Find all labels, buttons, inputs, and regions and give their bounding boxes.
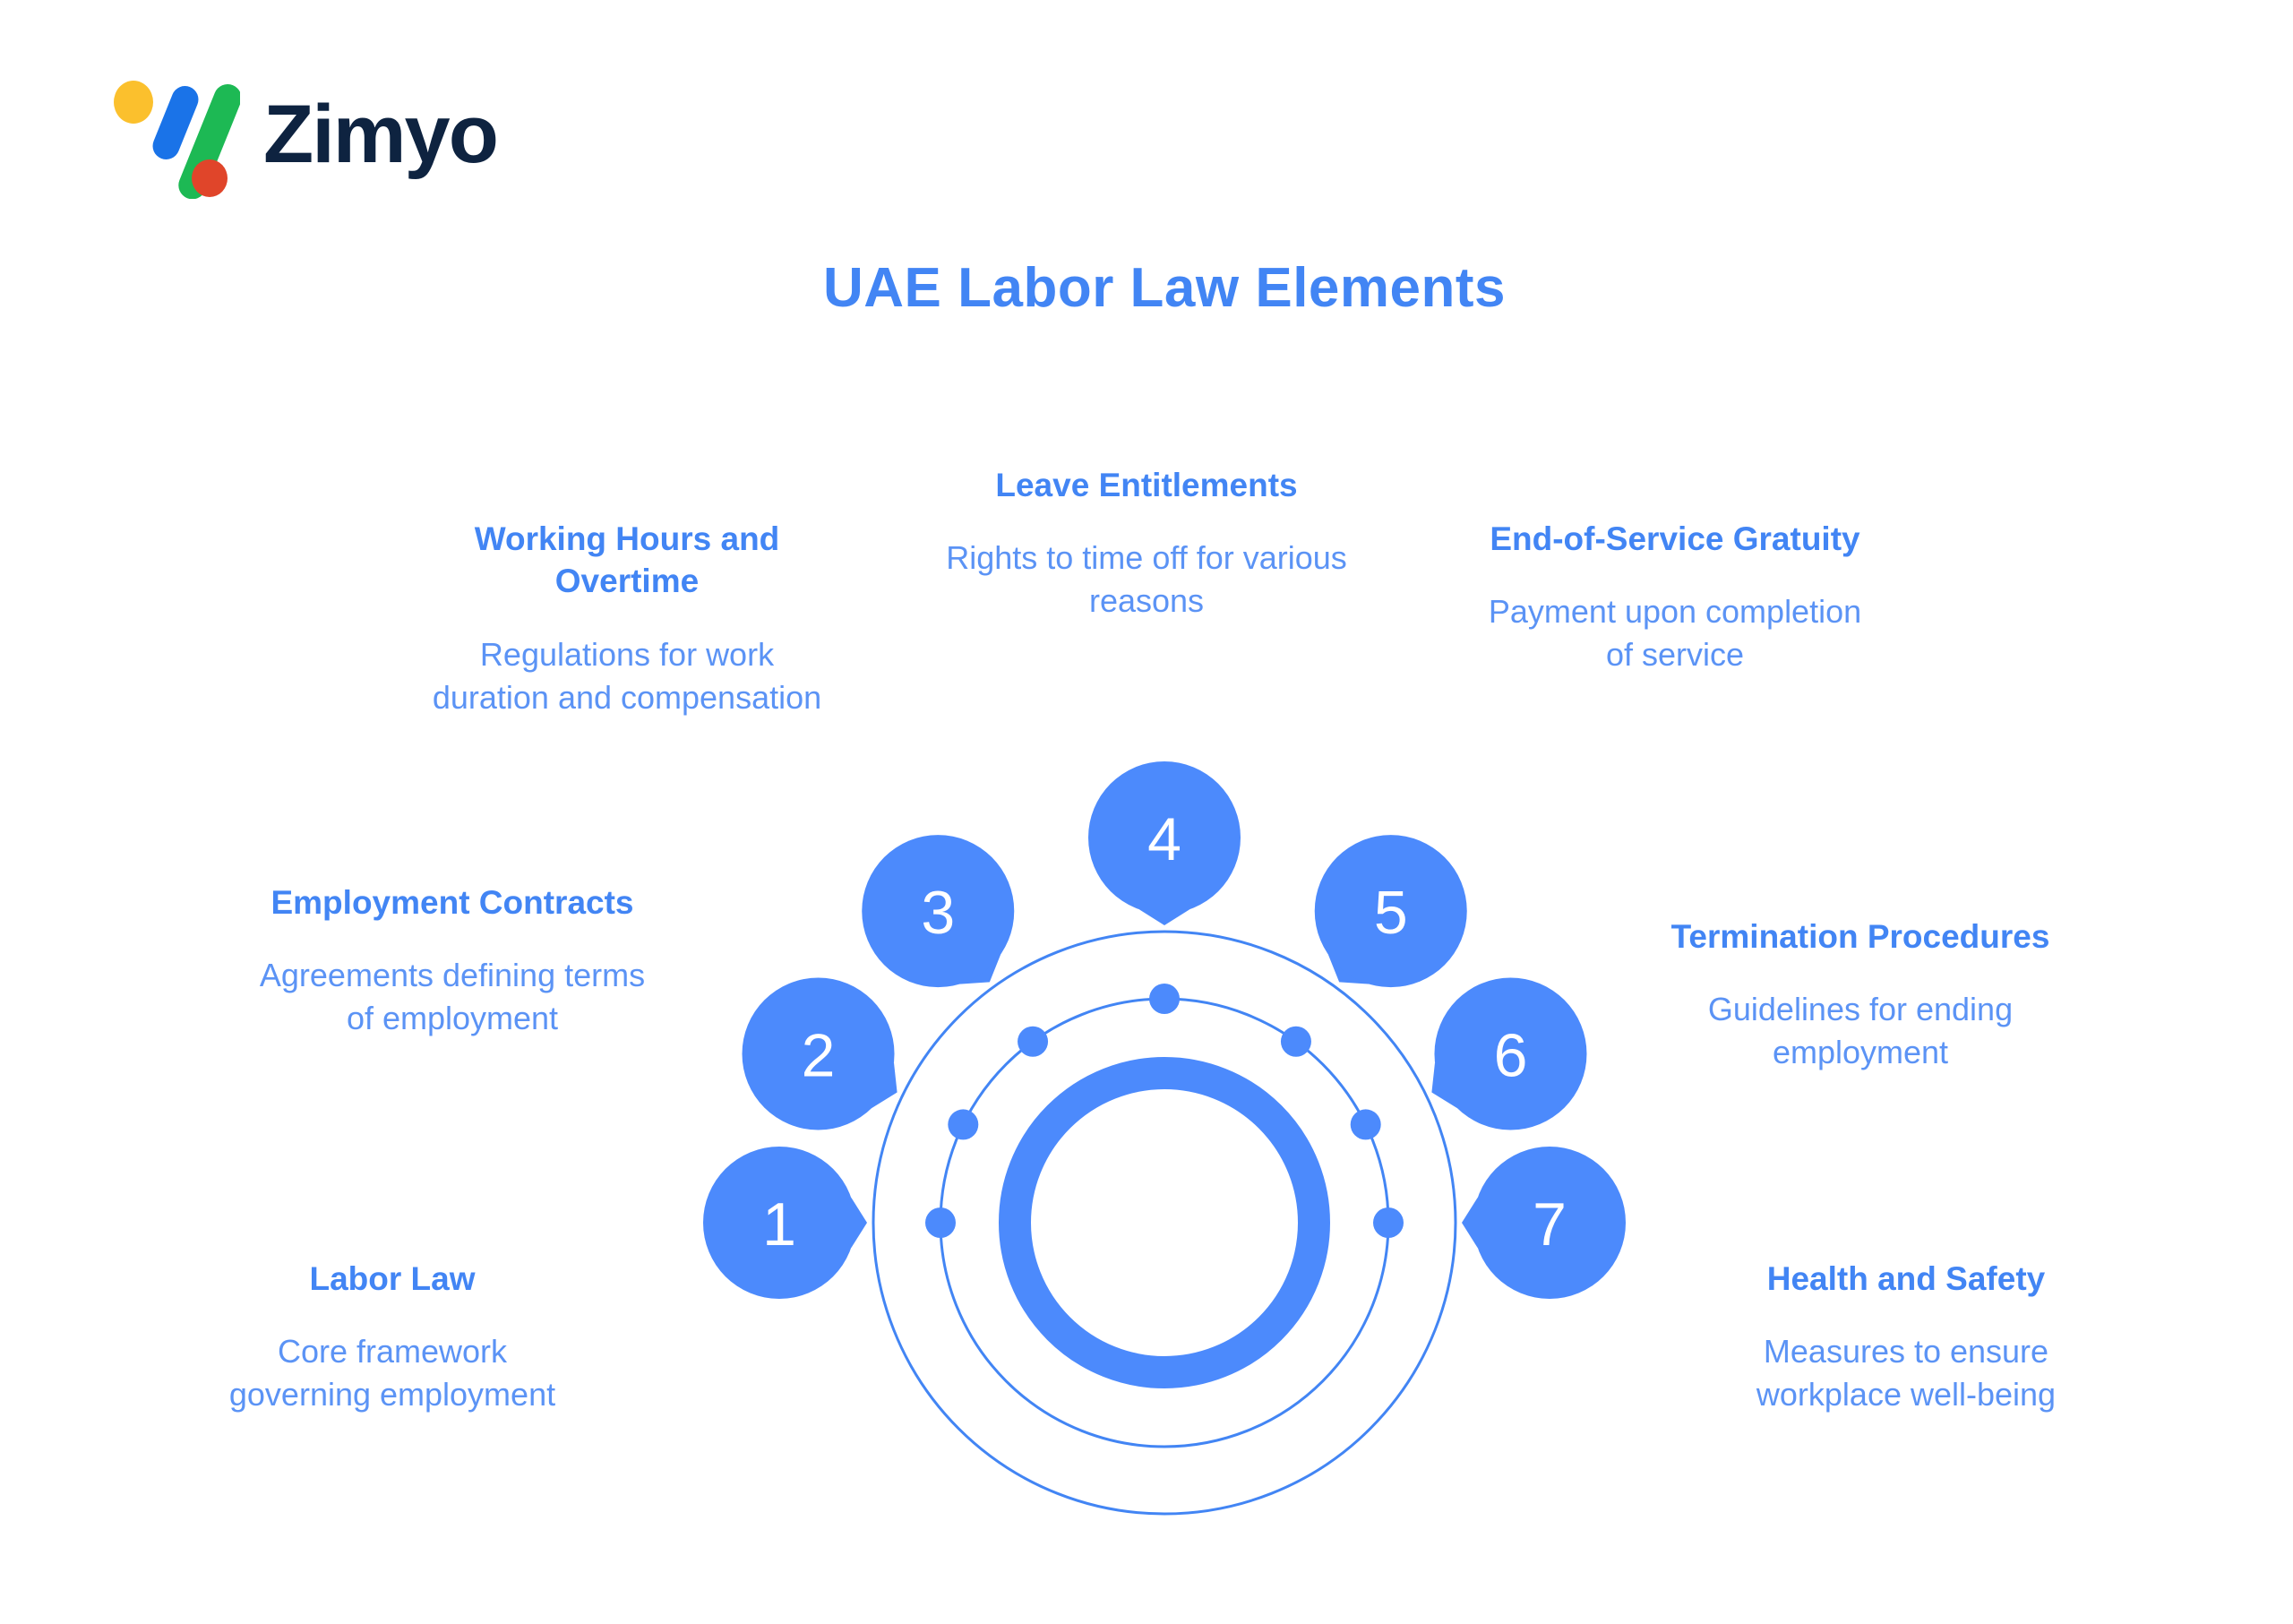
bubble-4[interactable]: 4 (1088, 761, 1241, 925)
callout-description: Measures to ensure workplace well-being (1756, 1333, 2057, 1413)
callout-description: Core framework governing employment (228, 1333, 556, 1413)
callout-end-of-service-gratuity: End-of-Service Gratuity Payment upon com… (1487, 518, 1863, 676)
callout-title: End-of-Service Gratuity (1490, 520, 1860, 557)
bubble-number: 7 (1533, 1190, 1567, 1259)
radial-wheel-svg: 1 2 3 4 5 6 7 (703, 761, 1626, 1516)
callout-title: Employment Contracts (271, 884, 634, 921)
bubble-tail (1138, 909, 1190, 925)
callout-termination-procedures: Termination Procedures Guidelines for en… (1668, 915, 2053, 1074)
bubble-circle[interactable] (1434, 977, 1587, 1130)
ring-node-dot (925, 1207, 956, 1238)
bubble-circle[interactable] (742, 977, 895, 1130)
bubble-number: 1 (762, 1190, 796, 1259)
bubble-number: 6 (1494, 1022, 1528, 1090)
bubble-7[interactable]: 7 (1462, 1147, 1626, 1299)
callout-description: Rights to time off for various reasons (946, 539, 1347, 620)
ring-node-dot (1373, 1207, 1404, 1238)
ring-node-dot (1149, 984, 1180, 1014)
concentric-rings (872, 930, 1457, 1516)
ring-node-dot (1350, 1109, 1381, 1140)
bubble-circle[interactable] (1088, 761, 1241, 914)
bubble-tail (851, 1197, 867, 1249)
callout-labor-law: Labor Law Core framework governing emplo… (204, 1258, 580, 1416)
bubble-number: 5 (1374, 879, 1408, 947)
bubble-1[interactable]: 1 (703, 1147, 867, 1299)
page-title: UAE Labor Law Elements (822, 257, 1507, 319)
bubble-6[interactable]: 6 (1431, 977, 1587, 1130)
callout-description: Guidelines for ending employment (1707, 991, 2014, 1071)
bubble-2[interactable]: 2 (742, 977, 897, 1130)
callout-description: Regulations for work duration and compen… (432, 635, 822, 716)
brand-logo: Zimyo (106, 64, 499, 199)
callout-working-hours-and-overtime: Working Hours and Overtime Regulations f… (430, 518, 824, 718)
callout-title: Termination Procedures (1670, 918, 2050, 955)
callout-title: Labor Law (309, 1260, 476, 1297)
bubble-number: 3 (921, 879, 955, 947)
zimyo-percent-logo-icon (114, 81, 240, 199)
callout-health-and-safety: Health and Safety Measures to ensure wor… (1700, 1258, 2112, 1416)
outer-ring (872, 930, 1457, 1516)
callout-title: Working Hours and Overtime (474, 520, 780, 600)
bubble-circle[interactable] (703, 1147, 855, 1299)
callout-description: Agreements defining terms of employment (259, 957, 646, 1037)
ring-node-dot (1280, 1026, 1311, 1057)
bubble-tail (1462, 1197, 1478, 1249)
bubble-circle[interactable] (1473, 1147, 1626, 1299)
callout-description: Payment upon completion of service (1488, 593, 1862, 674)
bubble-number: 4 (1147, 805, 1181, 873)
inner-donut-ring (999, 1057, 1330, 1388)
ring-node-dots (925, 984, 1404, 1238)
bubble-circle[interactable] (1314, 835, 1467, 988)
numbered-bubbles: 1 2 3 4 5 6 7 (703, 761, 1626, 1299)
callout-title: Leave Entitlements (995, 467, 1298, 503)
bubble-circle[interactable] (862, 835, 1015, 988)
ring-node-dot (948, 1109, 979, 1140)
brand-wordmark: Zimyo (263, 89, 499, 180)
callout-leave-entitlements: Leave Entitlements Rights to time off fo… (932, 464, 1361, 623)
bubble-number: 2 (802, 1022, 836, 1090)
ring-node-dot (1018, 1026, 1049, 1057)
bubble-3[interactable]: 3 (862, 835, 1015, 988)
radial-wheel-diagram: 1 2 3 4 5 6 7 (555, 614, 1773, 1608)
callout-title: Health and Safety (1766, 1260, 2046, 1297)
callout-employment-contracts: Employment Contracts Agreements defining… (251, 881, 654, 1040)
bubble-5[interactable]: 5 (1314, 835, 1467, 988)
